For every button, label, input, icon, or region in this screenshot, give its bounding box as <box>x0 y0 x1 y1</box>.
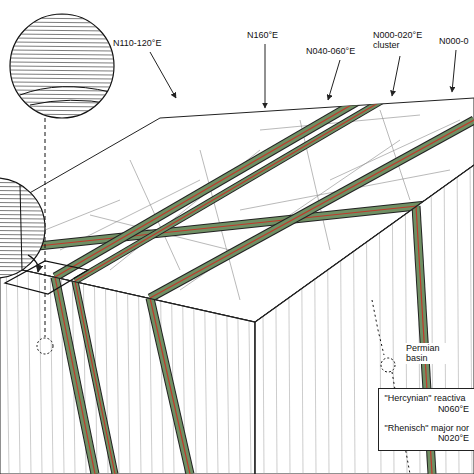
direction-arrow <box>452 50 456 92</box>
direction-arrow <box>150 52 176 98</box>
inset-laminae <box>0 178 45 278</box>
sample-circle <box>381 358 395 372</box>
fault-bands-front <box>55 277 190 474</box>
legend-text: N060°E <box>385 404 469 415</box>
orientation-label: Permian basin <box>405 343 447 364</box>
legend-box: "Hercynian" reactivaN060°E "Rhenisch" maj… <box>378 388 474 451</box>
fault-bands <box>0 96 474 298</box>
direction-arrow <box>392 56 400 96</box>
direction-arrow <box>328 60 340 100</box>
orientation-label: N000-020°E cluster <box>372 30 426 51</box>
orientation-label: N110-120°E <box>112 38 162 48</box>
legend-text: N020°E <box>385 433 469 444</box>
inset-laminae <box>10 14 114 118</box>
orientation-label: N160°E <box>246 30 279 40</box>
sample-circle <box>37 338 53 354</box>
legend-text: "Rhenisch" major nor <box>385 423 469 434</box>
legend-text: "Hercynian" reactiva <box>385 393 469 404</box>
orientation-label: N000-0 <box>438 36 470 46</box>
basin-boundary <box>372 300 384 355</box>
right-texture <box>262 150 472 474</box>
inset-arrow <box>28 255 38 272</box>
orientation-label: N040-060°E <box>305 46 356 56</box>
direction-arrow <box>265 44 266 108</box>
front-texture <box>6 250 251 474</box>
